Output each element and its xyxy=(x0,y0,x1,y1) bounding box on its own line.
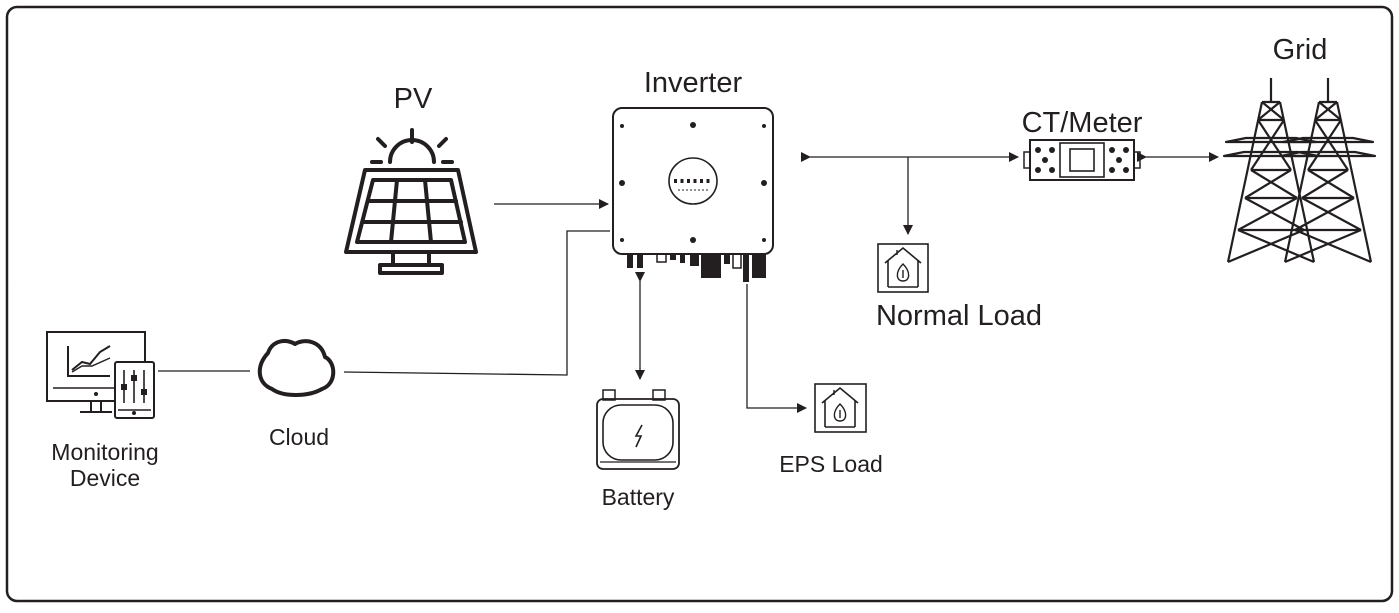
monitoring-device-label-line1: Monitoring xyxy=(51,439,159,465)
battery-icon xyxy=(596,389,680,470)
inverter-label: Inverter xyxy=(643,67,743,99)
pv-label: PV xyxy=(393,83,433,115)
inverter-icon xyxy=(612,107,774,282)
monitoring-device-icon xyxy=(46,331,155,419)
diagram-frame xyxy=(5,5,1394,603)
connection-lines xyxy=(158,152,1219,413)
monitoring-device-label-line2: Device xyxy=(69,465,141,492)
cloud-icon xyxy=(257,339,336,397)
battery-label: Battery xyxy=(601,484,675,510)
grid-label: Grid xyxy=(1272,34,1328,66)
ct-meter-icon xyxy=(1023,139,1141,181)
monitoring-device-label: Monitoring Device xyxy=(23,439,187,492)
ct-meter-label: CT/Meter xyxy=(1021,107,1143,139)
normal-load-icon xyxy=(877,243,929,293)
grid-tower-icon xyxy=(1222,78,1377,264)
eps-load-label: EPS Load xyxy=(779,451,883,477)
eps-load-link xyxy=(746,284,807,413)
eps-load-icon xyxy=(814,383,867,433)
normal-load-label: Normal Load xyxy=(875,300,1043,332)
inverter-cloud-link xyxy=(343,230,610,376)
solar-panel-icon xyxy=(344,128,478,275)
cloud-label: Cloud xyxy=(268,424,330,450)
